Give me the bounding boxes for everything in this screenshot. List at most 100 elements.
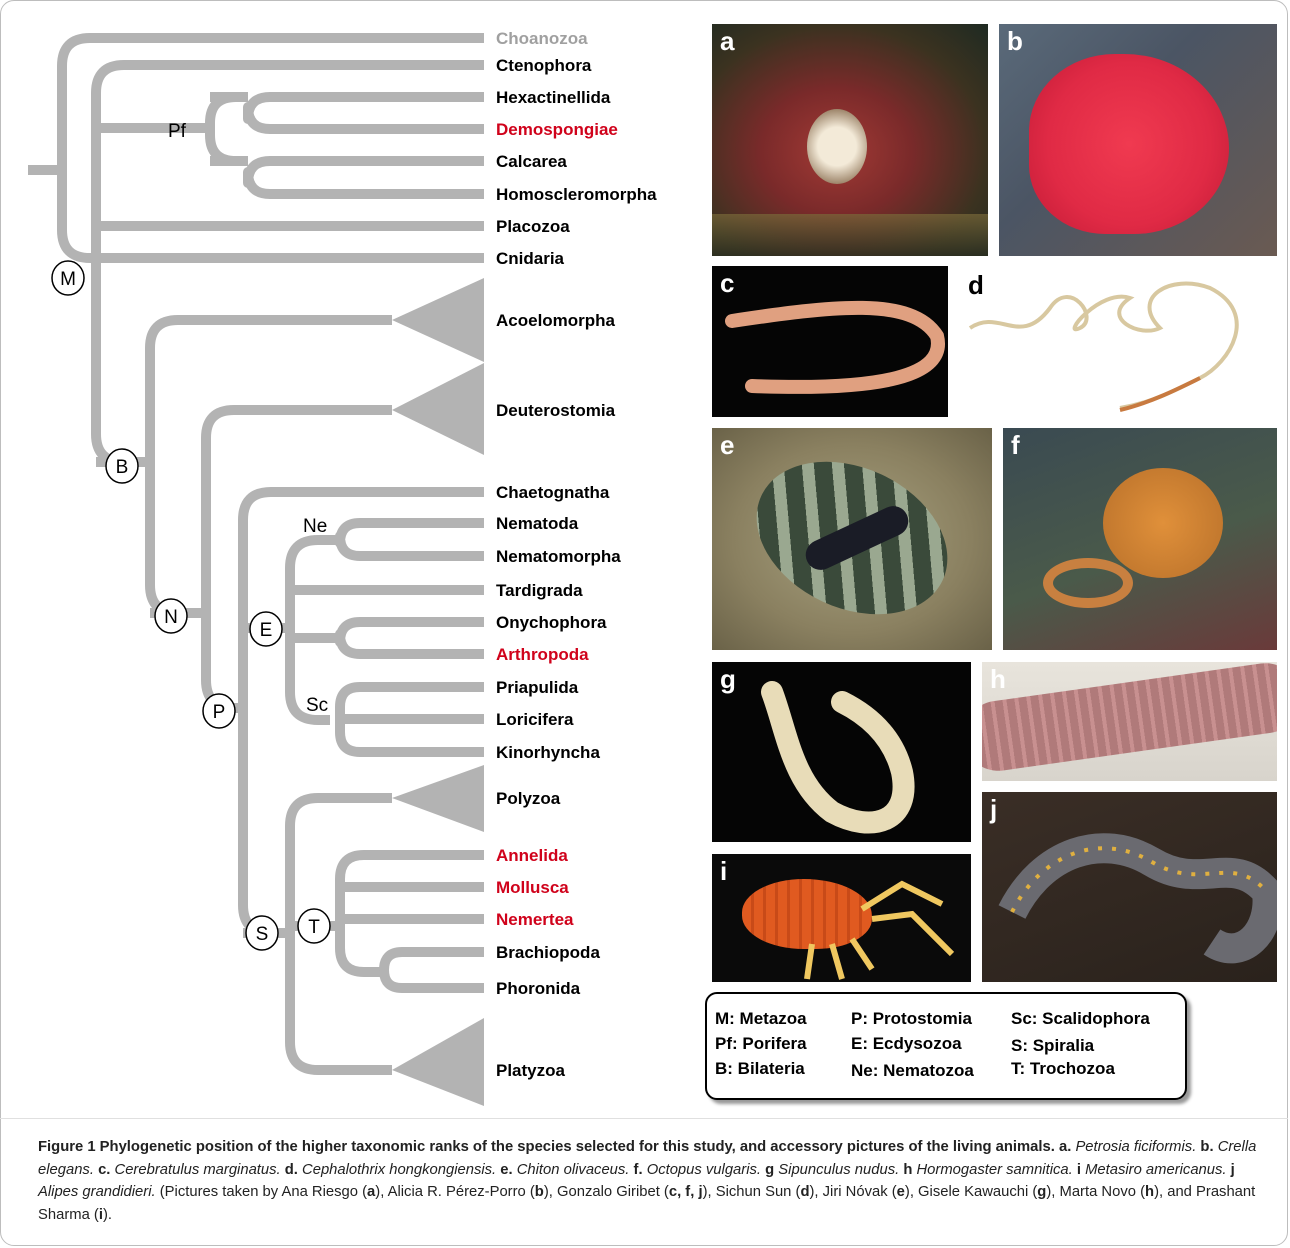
- legend-entry: Pf: Porifera: [715, 1034, 807, 1054]
- caption-entry-label: f.: [629, 1162, 646, 1178]
- caption-entry-species: Hormogaster samnitica.: [916, 1162, 1072, 1178]
- taxon-label-acoelomorpha: Acoelomorpha: [496, 311, 616, 330]
- legend-entry: P: Protostomia: [851, 1009, 972, 1029]
- node-label-M: M: [60, 269, 76, 290]
- legend-entry: M: Metazoa: [715, 1009, 807, 1029]
- caption-entry-label: b.: [1196, 1139, 1217, 1155]
- caption-credit: Gonzalo Giribet (c, f, j),: [557, 1184, 716, 1200]
- caption-entry: e. Chiton olivaceus.: [496, 1162, 629, 1178]
- legend-entry: Ne: Nematozoa: [851, 1061, 974, 1081]
- taxon-label-homoscleromorpha: Homoscleromorpha: [496, 185, 657, 204]
- legend-entry: S: Spiralia: [1011, 1036, 1094, 1056]
- caption-entry: f. Octopus vulgaris.: [629, 1162, 761, 1178]
- phylogenetic-tree: ChoanozoaCtenophoraHexactinellidaDemospo…: [0, 0, 700, 1110]
- node-label-B: B: [116, 457, 129, 478]
- caption-entry-label: c.: [94, 1162, 115, 1178]
- figure-caption: Figure 1 Phylogenetic position of the hi…: [38, 1136, 1258, 1226]
- taxon-label-phoronida: Phoronida: [496, 979, 581, 998]
- photo-letter: e: [720, 430, 734, 461]
- caption-entry-species: Chiton olivaceus.: [517, 1162, 630, 1178]
- tree-branch: [384, 952, 484, 988]
- taxon-label-loricifera: Loricifera: [496, 710, 574, 729]
- clade-label-Pf: Pf: [168, 121, 187, 142]
- photo-b: b: [999, 24, 1277, 256]
- caption-entry-label: e.: [496, 1162, 517, 1178]
- legend-entry: E: Ecdysozoa: [851, 1034, 962, 1054]
- caption-entry-species: Alipes grandidieri.: [38, 1184, 156, 1200]
- node-label-N: N: [164, 607, 178, 628]
- taxon-label-cnidaria: Cnidaria: [496, 249, 565, 268]
- taxon-label-nematoda: Nematoda: [496, 514, 579, 533]
- caption-entry-species: Cephalothrix hongkongiensis.: [302, 1162, 496, 1178]
- caption-entry-species: Octopus vulgaris.: [647, 1162, 761, 1178]
- photo-c: c: [712, 266, 948, 417]
- caption-entry: a. Petrosia ficiformis.: [1059, 1139, 1196, 1155]
- collapsed-clade-platyzoa: [392, 1018, 484, 1106]
- taxon-label-arthropoda: Arthropoda: [496, 645, 589, 664]
- taxon-label-nemertea: Nemertea: [496, 910, 574, 929]
- caption-entry-label: g: [761, 1162, 778, 1178]
- caption-entry-label: j: [1227, 1162, 1235, 1178]
- photo-e: e: [712, 428, 992, 650]
- taxon-label-calcarea: Calcarea: [496, 152, 567, 171]
- photo-g: g: [712, 662, 971, 842]
- tree-branch: [248, 161, 484, 194]
- caption-entry-label: d.: [281, 1162, 302, 1178]
- photo-letter: i: [720, 856, 727, 887]
- taxon-label-demospongiae: Demospongiae: [496, 120, 618, 139]
- tree-branch: [210, 97, 236, 161]
- taxon-label-kinorhyncha: Kinorhyncha: [496, 743, 600, 762]
- caption-entry-species: Metasiro americanus.: [1085, 1162, 1226, 1178]
- legend-entry: B: Bilateria: [715, 1059, 805, 1079]
- photo-letter: a: [720, 26, 734, 57]
- legend-entry: Sc: Scalidophora: [1011, 1009, 1150, 1029]
- photo-letter: f: [1011, 430, 1020, 461]
- collapsed-clade-polyzoa: [392, 765, 484, 832]
- taxon-label-onychophora: Onychophora: [496, 613, 607, 632]
- abbreviation-legend: M: Metazoa Pf: Porifera B: Bilateria P: …: [705, 992, 1187, 1100]
- caption-entry-species: Sipunculus nudus.: [778, 1162, 899, 1178]
- taxon-label-nematomorpha: Nematomorpha: [496, 547, 621, 566]
- taxon-label-polyzoa: Polyzoa: [496, 789, 561, 808]
- tree-branch: [340, 523, 484, 556]
- photo-a: a: [712, 24, 988, 256]
- caption-entry: h Hormogaster samnitica.: [899, 1162, 1073, 1178]
- caption-credits-intro: (Pictures taken by: [160, 1184, 282, 1200]
- taxon-label-chaetognatha: Chaetognatha: [496, 483, 610, 502]
- taxon-label-brachiopoda: Brachiopoda: [496, 943, 600, 962]
- photo-letter: c: [720, 268, 734, 299]
- photo-i: i: [712, 854, 971, 982]
- caption-entry: d. Cephalothrix hongkongiensis.: [281, 1162, 497, 1178]
- photo-letter: d: [968, 270, 984, 301]
- caption-credit: Ana Riesgo (a),: [281, 1184, 387, 1200]
- taxon-label-tardigrada: Tardigrada: [496, 581, 583, 600]
- photo-h: h: [982, 662, 1277, 781]
- tree-branch: [150, 320, 392, 613]
- node-label-P: P: [213, 702, 226, 723]
- taxon-label-placozoa: Placozoa: [496, 217, 570, 236]
- caption-credit: Jiri Nóvak (e),: [823, 1184, 918, 1200]
- photo-letter: h: [990, 664, 1006, 695]
- tree-branch: [248, 97, 484, 129]
- node-label-T: T: [308, 917, 320, 938]
- collapsed-clade-deuterostomia: [392, 363, 484, 455]
- tree-branch: [290, 540, 340, 720]
- caption-separator: [0, 1118, 1288, 1119]
- photo-j: j: [982, 792, 1277, 982]
- caption-credit: Alicia R. Pérez-Porro (b),: [388, 1184, 557, 1200]
- node-label-E: E: [260, 620, 273, 641]
- tree-branch: [340, 622, 484, 654]
- collapsed-clade-acoelomorpha: [392, 278, 484, 362]
- taxon-label-priapulida: Priapulida: [496, 678, 579, 697]
- caption-entry-label: a.: [1059, 1139, 1075, 1155]
- caption-entry-label: i: [1073, 1162, 1085, 1178]
- caption-entry-species: Cerebratulus marginatus.: [115, 1162, 281, 1178]
- taxon-label-platyzoa: Platyzoa: [496, 1061, 566, 1080]
- photo-letter: g: [720, 664, 736, 695]
- caption-entry-species: Petrosia ficiformis.: [1075, 1139, 1196, 1155]
- photo-d: d: [960, 268, 1278, 415]
- caption-credit: Gisele Kawauchi (g),: [918, 1184, 1059, 1200]
- taxon-label-ctenophora: Ctenophora: [496, 56, 592, 75]
- caption-entry-label: h: [899, 1162, 916, 1178]
- photo-letter: b: [1007, 26, 1023, 57]
